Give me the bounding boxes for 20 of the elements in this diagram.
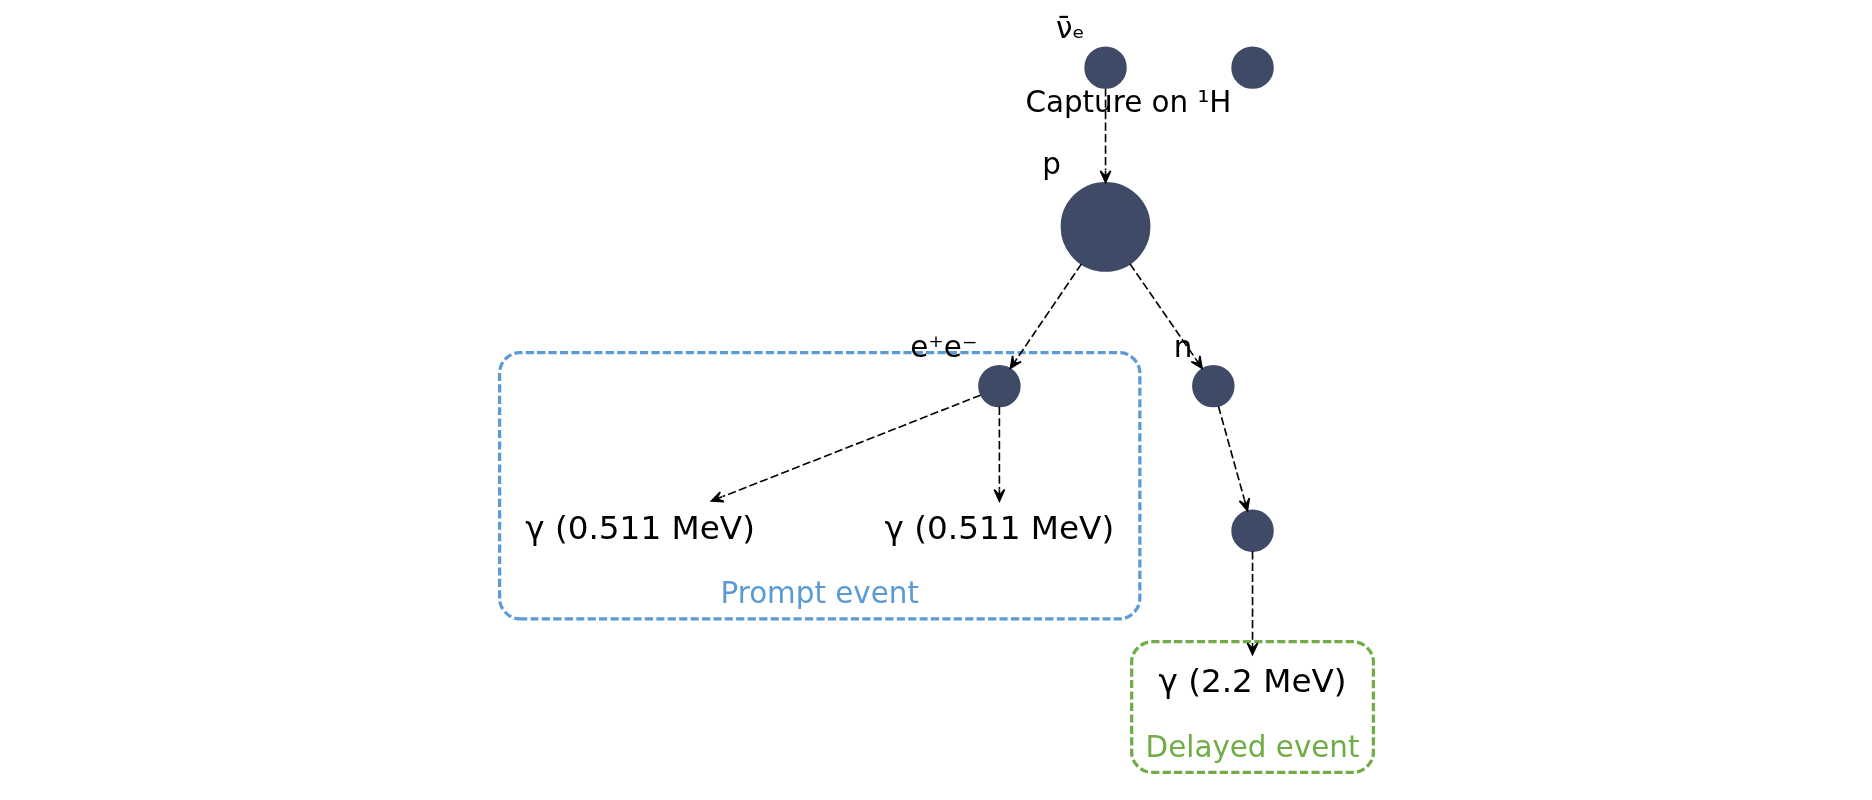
- node-label: n: [1173, 329, 1192, 364]
- node-circle: [1230, 46, 1274, 89]
- node-circle: [977, 364, 1021, 408]
- arrow: [1217, 405, 1250, 512]
- node-circle: [1060, 181, 1150, 272]
- arrow: [1246, 550, 1258, 656]
- arrow: [710, 394, 981, 503]
- arrow: [1099, 87, 1111, 184]
- node-text: γ (0.511 MeV): [524, 508, 755, 547]
- arrow: [992, 406, 1005, 502]
- node-label: ν̄ₑ: [1055, 11, 1085, 46]
- node-text: γ (0.511 MeV): [884, 508, 1114, 547]
- node-circle: [1191, 364, 1235, 408]
- arrow: [1009, 263, 1082, 370]
- node-label: p: [1041, 146, 1061, 181]
- node-text: γ (2.2 MeV): [1157, 662, 1347, 701]
- node-circle: [1230, 509, 1274, 552]
- node-label: Capture on ¹H: [1024, 84, 1231, 119]
- arrow: [1128, 263, 1203, 370]
- node-circle: [1083, 46, 1127, 89]
